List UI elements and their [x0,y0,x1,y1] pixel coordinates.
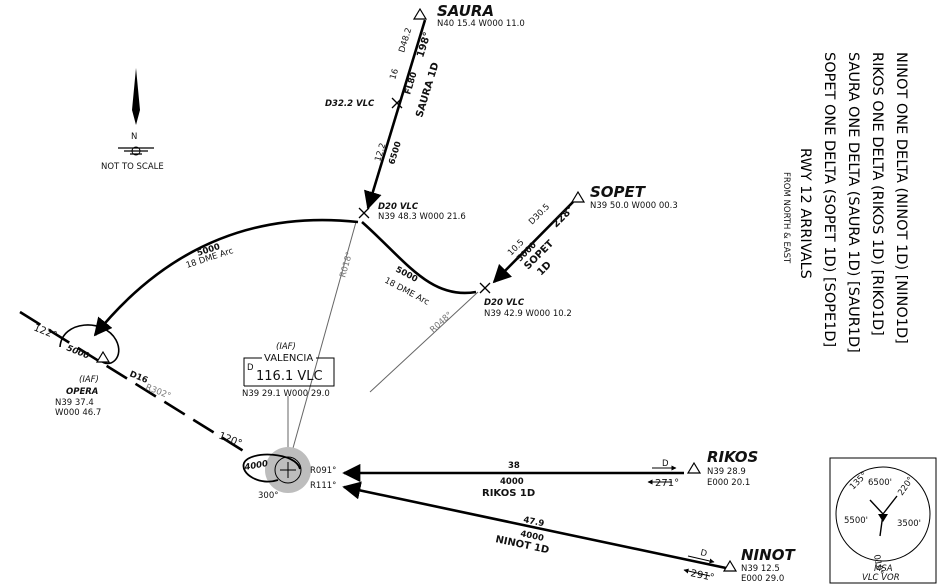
msa-box: 6500' 5500' 3500' 135° 220° 010° MSA VLC… [829,457,937,584]
north-arrow-icon: N NOT TO SCALE [101,68,164,172]
navaid-coords: N39 29.1 W000 29.0 [242,389,330,399]
radial-r048-label: R048° [428,310,454,335]
sopet-coords: N39 50.0 W000 00.3 [590,201,678,211]
saura-alt: 6500 [387,140,404,166]
rikos-dist: 38 [508,461,520,471]
ninot-route-line [342,481,727,570]
ninot-coords-1: N39 12.5 [741,564,780,574]
opera-coords-1: N39 37.4 [55,398,94,408]
rikos-alt: 4000 [500,477,524,487]
ninot-triangle-icon [722,559,738,572]
north-label: N [131,132,137,142]
title-line-5: RWY 12 ARRIVALS [797,148,813,279]
title-line-3: SAURA ONE DELTA (SAURA 1D) [SAUR1D] [845,52,861,353]
sopet-route-line [492,201,574,284]
d20-east-coords: N39 42.9 W000 10.2 [484,309,572,319]
d322-fix-icon [391,97,403,109]
saura-route-line [364,19,427,210]
opera-name: OPERA [66,387,98,397]
opera-hold-icon [59,324,120,365]
title-block: NINOT ONE DELTA (NINOT 1D) [NINO1D] RIKO… [781,52,909,353]
ninot-alt: 4000 [519,529,544,544]
navaid-freq: 116.1 VLC [256,369,323,384]
ninot-course: 291° [689,568,715,584]
rikos-coords-2: E000 20.1 [707,478,750,488]
title-line-2: RIKOS ONE DELTA (RIKOS 1D) [RIKO1D] [869,52,885,336]
msa-sector-1: 6500' [868,478,892,488]
rikos-route-name: RIKOS 1D [482,488,535,499]
d20-north-coords: N39 48.3 W000 21.6 [378,212,466,222]
vor-hold-course: 300° [258,491,278,501]
msa-label-1: MSA [874,564,893,574]
title-line-1: NINOT ONE DELTA (NINOT 1D) [NINO1D] [893,52,909,344]
vor-inbound-course: 120° [217,431,243,450]
opera-coords-2: W000 46.7 [55,408,101,418]
opera-hold-alt: 5000 [65,344,91,362]
ninot-fix: NINOT N39 12.5 E000 29.0 [722,546,796,584]
radial-r018-line [287,221,357,467]
d20-north-fix-icon [358,207,370,219]
rikos-coords-1: N39 28.9 [707,467,746,477]
navaid-d-mark: D [247,363,254,373]
msa-sector-2: 5500' [844,516,868,526]
sopet-name: SOPET [590,183,647,201]
rikos-fix: RIKOS N39 28.9 E000 20.1 [686,448,758,488]
vor-hold-icon [242,453,301,483]
ninot-name: NINOT [741,546,796,564]
title-sub: FROM NORTH & EAST [781,172,791,264]
rikos-triangle-icon [686,461,702,474]
radial-r018-label: R018° [338,251,355,279]
arc-west-line [93,218,359,337]
msa-bearing-3: 010° [871,554,884,576]
saura-course: 198° [415,31,433,59]
sopet-dme: D30.5 [527,202,552,227]
title-line-4: SOPET ONE DELTA (SOPET 1D) [SOPE1D] [821,52,837,347]
saura-dme: D48.2 [397,27,414,54]
sopet-course: 228° [550,204,576,230]
saura-triangle-icon [412,7,428,20]
valencia-navaid-box: (IAF) VALENCIA D 116.1 VLC N39 29.1 W000… [242,342,335,399]
navaid-role: (IAF) [276,342,296,352]
vor-r091: R091° [310,466,336,476]
opera-outbound-course: 122° [32,323,58,342]
navaid-name: VALENCIA [264,353,313,364]
sopet-fix: SOPET N39 50.0 W000 00.3 [570,183,678,211]
d322-label: D32.2 VLC [325,99,375,109]
msa-label-2: VLC VOR [862,573,900,583]
saura-dist-top: 16 [388,68,401,81]
scale-note: NOT TO SCALE [101,162,164,172]
sopet-triangle-icon [570,190,586,203]
msa-sector-3: 3500' [897,519,921,529]
saura-fix: SAURA N40 15.4 W000 11.0 [412,2,525,29]
vor-r111: R111° [310,481,336,491]
ninot-coords-2: E000 29.0 [741,574,784,584]
opera-radial: R302° [144,383,172,402]
vor-hold-alt: 4000 [243,459,269,473]
opera-triangle-icon [95,350,111,363]
arc-east-line [361,221,477,295]
rikos-d-mark: D [662,459,669,469]
ninot-d-mark: D [699,548,708,559]
opera-dme: D16 [128,370,149,386]
saura-coords: N40 15.4 W000 11.0 [437,19,525,29]
saura-route-name: SAURA 1D [414,61,441,119]
opera-inbound-line [19,310,251,457]
rikos-name: RIKOS [707,448,758,466]
d20-north-label: D20 VLC [378,202,419,212]
saura-name: SAURA [437,2,494,20]
vor-compass-icon [274,456,302,484]
saura-fl: FL80 [403,71,419,96]
radial-r048-line [369,291,479,393]
d20-east-label: D20 VLC [484,298,525,308]
d20-east-fix-icon [479,282,491,294]
ninot-dist: 47.9 [522,515,545,529]
opera-role: (IAF) [79,375,99,385]
rikos-course: 271° [655,478,679,489]
